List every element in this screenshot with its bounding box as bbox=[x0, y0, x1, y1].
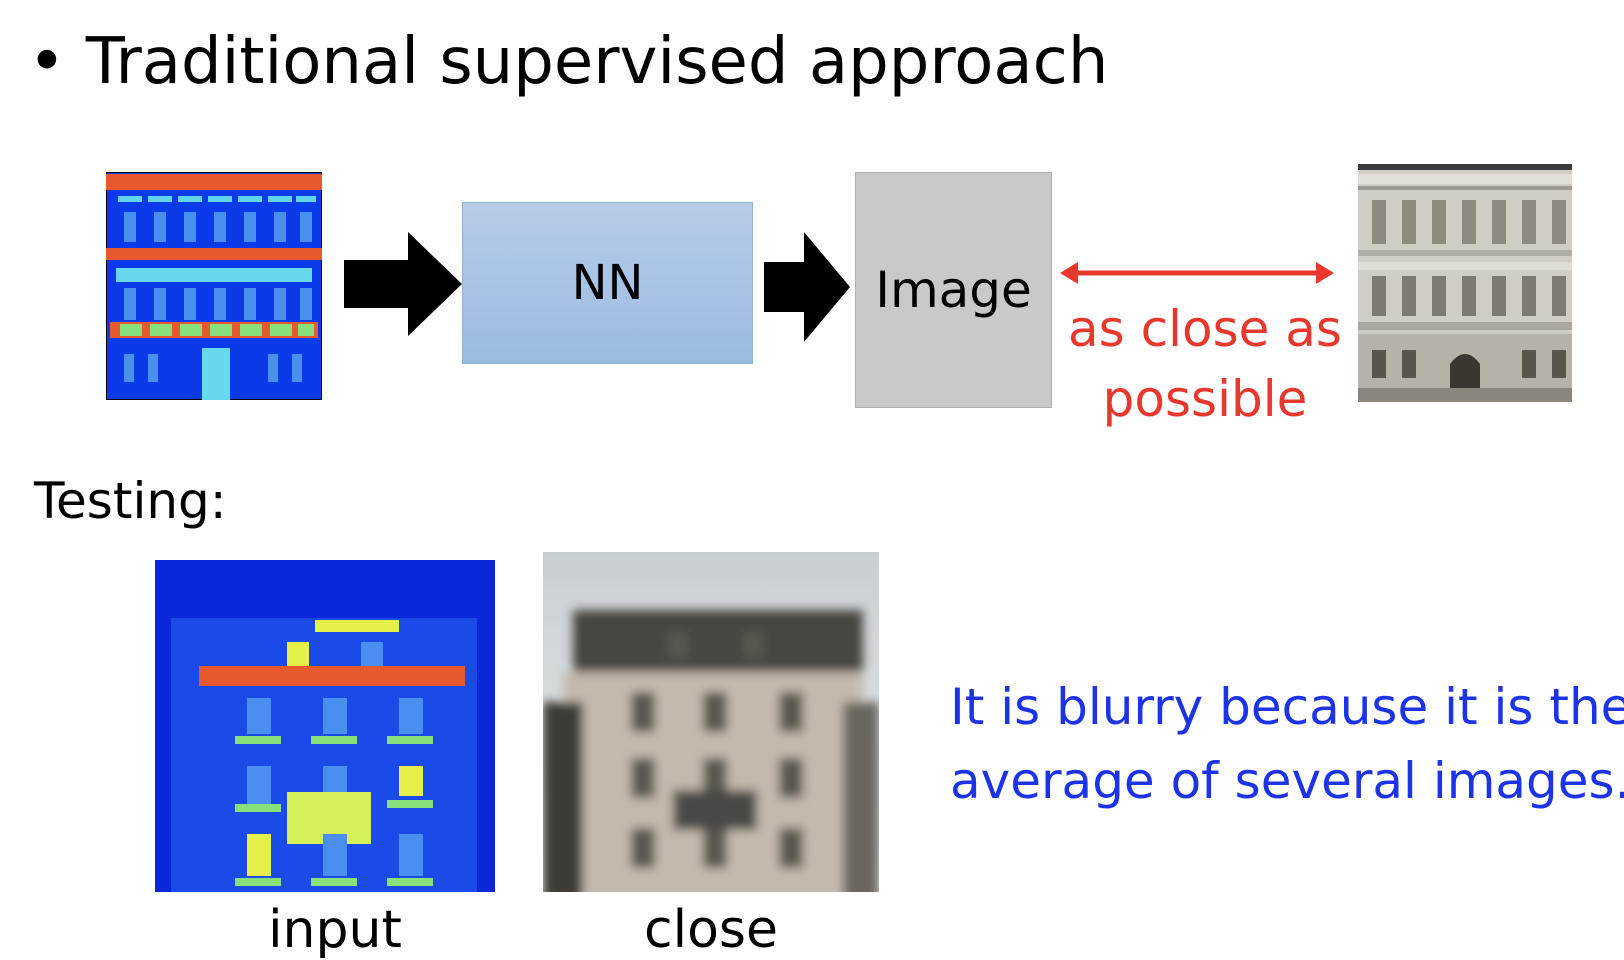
nn-label: NN bbox=[571, 255, 644, 311]
bullet: • bbox=[28, 25, 66, 99]
input-caption: input bbox=[268, 900, 402, 960]
relation-text: as close as possible bbox=[1068, 300, 1342, 428]
double-headed-arrow-icon bbox=[1060, 262, 1334, 284]
blurry-explanation: It is blurry because it is the average o… bbox=[950, 670, 1624, 818]
generated-image-box: Image bbox=[855, 172, 1052, 408]
image-label: Image bbox=[875, 261, 1032, 319]
slide-title-text: Traditional supervised approach bbox=[85, 25, 1109, 99]
label-map-input-image bbox=[106, 172, 322, 400]
test-input-label-map bbox=[155, 560, 495, 892]
neural-network-box: NN bbox=[462, 202, 753, 364]
slide-title: • Traditional supervised approach bbox=[28, 22, 1108, 102]
arrow-right-icon bbox=[764, 232, 850, 342]
blurry-output-image bbox=[543, 552, 879, 892]
output-caption: close bbox=[644, 900, 778, 960]
testing-label: Testing: bbox=[34, 472, 227, 530]
real-building-photo bbox=[1358, 164, 1572, 402]
note-line-1: It is blurry because it is the bbox=[950, 678, 1624, 736]
arrow-right-icon bbox=[344, 232, 462, 336]
note-line-2: average of several images. bbox=[950, 752, 1624, 810]
